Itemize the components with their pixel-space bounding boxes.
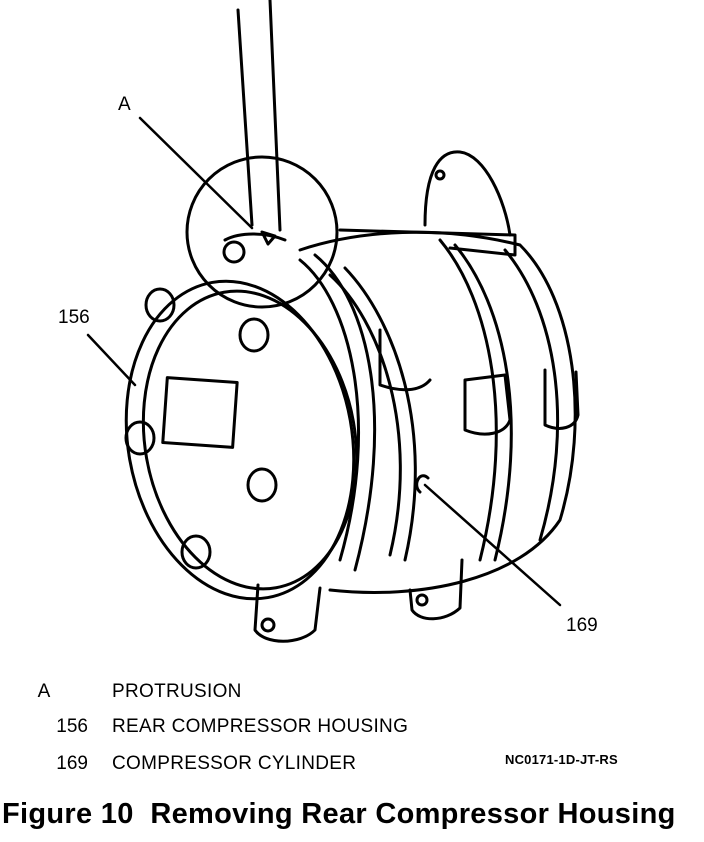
callout-156: 156 [58,307,90,328]
legend-row-169: 169 COMPRESSOR CYLINDER [0,753,704,781]
legend-row-a: A PROTRUSION [0,681,704,709]
rear-compressor-housing [124,240,377,601]
legend-description: PROTRUSION [112,681,242,702]
callout-169: 169 [566,615,598,636]
leader-line-a [138,116,254,230]
detail-circle [185,155,339,309]
figure-caption: Figure 10 Removing Rear Compressor Housi… [2,798,676,831]
callout-a: A [118,94,131,115]
figure-title: Removing Rear Compressor Housing [150,798,676,830]
figure-number: Figure 10 [2,798,134,830]
legend-row-156: 156 REAR COMPRESSOR HOUSING [0,716,704,744]
legend-code: A [37,681,51,702]
legend-code: 169 [56,753,88,774]
leader-line-169 [423,483,562,607]
compressor-illustration [86,0,580,643]
legend-description: COMPRESSOR CYLINDER [112,753,357,774]
legend-description: REAR COMPRESSOR HOUSING [112,716,409,737]
leader-line-156 [86,333,137,387]
legend-code: 156 [56,716,88,737]
pry-tool [236,0,282,232]
drawing-reference-code: NC0171-1D-JT-RS [505,752,618,767]
compressor-cylinder [253,150,580,643]
